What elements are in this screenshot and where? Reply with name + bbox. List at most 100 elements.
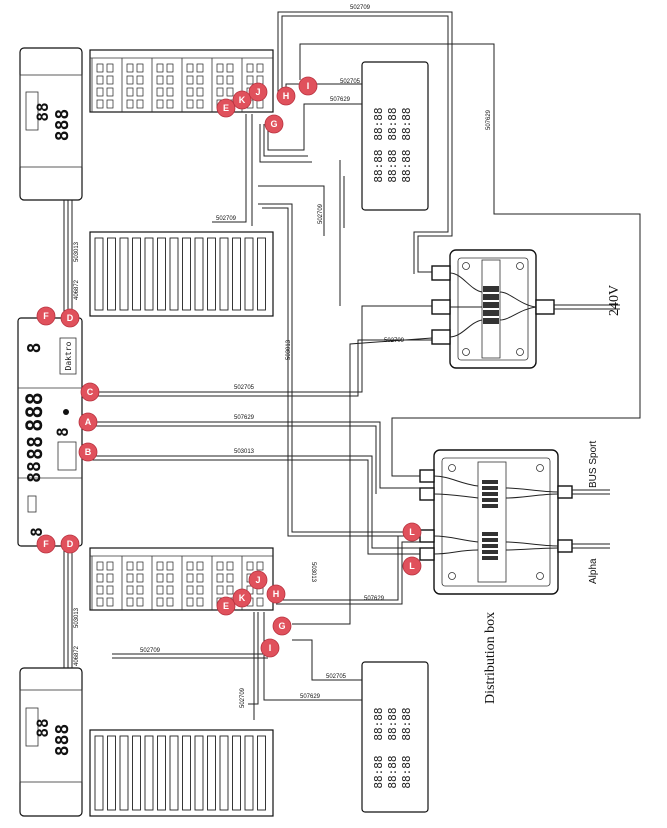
bottom-panel-digits-2: 888: [52, 724, 73, 757]
cable-label-507629-right: 507629: [486, 109, 492, 130]
cable-label-502705-top: 502705: [340, 79, 361, 85]
cable-label-502709-a: 502709: [216, 216, 237, 222]
svg-text:C: C: [87, 387, 94, 397]
clock-b2: 88:88: [386, 707, 399, 740]
clock-a6: 88:88: [400, 149, 413, 182]
cable-label-507629-mid: 507629: [234, 415, 255, 421]
marker-e: E: [216, 596, 236, 616]
clock-b3: 88:88: [400, 707, 413, 740]
cable-label-502709-b: 502709: [318, 203, 324, 224]
clock-a4: 88:88: [372, 149, 385, 182]
main-digit-bottom: 8: [27, 527, 46, 537]
marker-h: H: [266, 584, 286, 604]
marker-g: G: [272, 616, 292, 636]
marker-j: J: [248, 570, 268, 590]
cable-label-502709-mid: 502709: [384, 338, 405, 344]
top-bar-sign: [89, 231, 274, 317]
svg-text:D: D: [67, 539, 74, 549]
marker-a: A: [78, 412, 98, 432]
clock-b1: 88:88: [372, 707, 385, 740]
svg-text:A: A: [85, 417, 92, 427]
cable-routes: [63, 11, 641, 720]
cable-label-502705-mid: 502705: [234, 385, 255, 391]
marker-c: C: [80, 382, 100, 402]
svg-text:I: I: [307, 81, 310, 91]
marker-i: I: [260, 638, 280, 658]
marker-k: K: [232, 588, 252, 608]
top-score-panel: 88 888: [19, 47, 83, 201]
svg-text:H: H: [273, 589, 280, 599]
top-clock-panel: 88:88 88:88 88:88 88:88 88:88 88:88: [361, 61, 429, 211]
svg-text:B: B: [85, 447, 92, 457]
svg-text:K: K: [239, 95, 246, 105]
voltage-label: 240V: [607, 285, 622, 316]
marker-h: H: [276, 86, 296, 106]
svg-text:L: L: [409, 527, 415, 537]
bottom-score-panel: 88 888: [19, 667, 83, 817]
marker-d: D: [60, 308, 80, 328]
marker-k: K: [232, 90, 252, 110]
clock-b6: 88:88: [400, 755, 413, 788]
bottom-bar-sign: [89, 729, 274, 817]
power-junction-box: [431, 249, 555, 369]
marker-l: L: [402, 556, 422, 576]
clock-b5: 88:88: [386, 755, 399, 788]
main-digit-top: 8: [24, 343, 45, 354]
svg-text:D: D: [67, 313, 74, 323]
svg-text:G: G: [270, 119, 277, 129]
clock-a2: 88:88: [386, 107, 399, 140]
main-digits-2: 88: [23, 436, 47, 460]
bottom-control-panel: [89, 547, 274, 611]
cable-label-503013-mid: 503013: [286, 339, 292, 360]
bus-sport-label: BUS Sport: [588, 441, 599, 488]
svg-text:H: H: [283, 91, 290, 101]
marker-j: J: [248, 82, 268, 102]
marker-f: F: [36, 534, 56, 554]
svg-text:E: E: [223, 601, 229, 611]
marker-e: E: [216, 98, 236, 118]
bottom-panel-digits-1: 88: [33, 718, 52, 737]
cable-label-502709-vert: 502709: [240, 687, 246, 708]
svg-text:E: E: [223, 103, 229, 113]
cable-label-503013-bottom: 503013: [74, 607, 80, 628]
cable-label-top-502709: 502709: [350, 5, 371, 11]
cable-label-503013-top: 503013: [74, 241, 80, 262]
svg-text:G: G: [278, 621, 285, 631]
svg-text:F: F: [43, 539, 49, 549]
top-panel-digits-2: 888: [52, 109, 73, 142]
cable-label-502709-low: 502709: [140, 648, 161, 654]
cable-label-503013-low: 503013: [310, 562, 316, 583]
cable-label-406872-top: 406872: [74, 279, 80, 300]
clock-a3: 88:88: [400, 107, 413, 140]
bottom-clock-panel: 88:88 88:88 88:88 88:88 88:88 88:88: [361, 661, 429, 813]
cable-labels: 502709 502705 507629 507629 502709 50270…: [74, 5, 492, 708]
marker-d: D: [60, 534, 80, 554]
svg-text:L: L: [409, 561, 415, 571]
svg-text:J: J: [255, 575, 260, 585]
cable-label-507629-bottom: 507629: [300, 694, 321, 700]
cable-label-507629-low: 507629: [364, 596, 385, 602]
main-digits-1: 888: [23, 392, 48, 432]
marker-g: G: [264, 114, 284, 134]
marker-b: B: [78, 442, 98, 462]
cable-label-406872-bottom: 406872: [74, 645, 80, 666]
top-panel-digits-1: 88: [33, 102, 52, 121]
clock-b4: 88:88: [372, 755, 385, 788]
svg-text:K: K: [239, 593, 246, 603]
main-digit-mid: 8: [53, 427, 72, 437]
alpha-label: Alpha: [588, 558, 599, 584]
marker-i: I: [298, 76, 318, 96]
cable-label-507629-top: 507629: [330, 97, 351, 103]
svg-text:J: J: [255, 87, 260, 97]
svg-text:F: F: [43, 311, 49, 321]
distribution-box-label: Distribution box: [483, 612, 498, 704]
logo-text: Daktro: [64, 341, 73, 370]
marker-l: L: [402, 522, 422, 542]
cable-label-503013-b: 503013: [234, 449, 255, 455]
main-scoreboard: Daktro 8 888 88 8 88 8: [17, 317, 83, 547]
svg-text:I: I: [269, 643, 272, 653]
cable-label-502705-low: 502705: [326, 674, 347, 680]
clock-a1: 88:88: [372, 107, 385, 140]
